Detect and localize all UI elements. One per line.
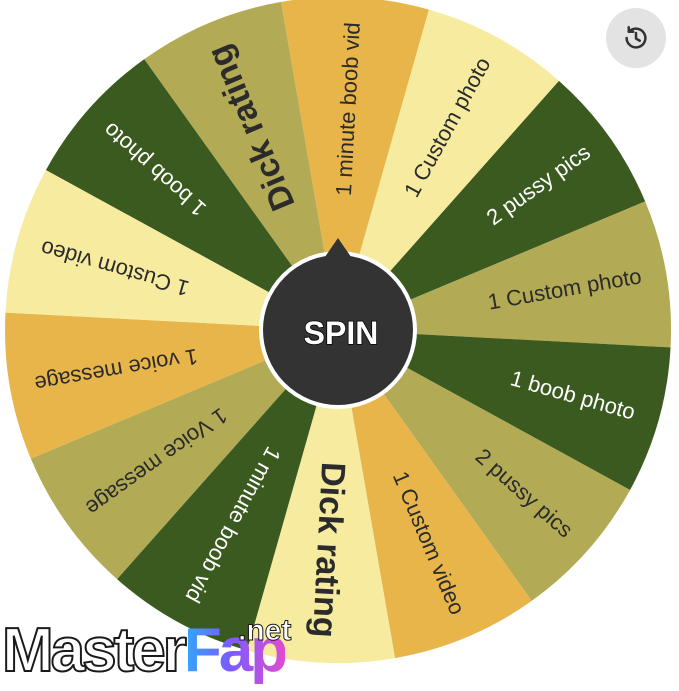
site-watermark-logo: MasterFap .net [1,614,322,688]
spin-label: SPIN [304,315,379,351]
wheel-segment [338,80,646,330]
spin-button[interactable]: SPIN [259,238,417,409]
watermark-master: Master [1,615,188,686]
wheel-segment [247,330,396,664]
wheel-segment [30,330,338,580]
reset-history-button[interactable] [606,8,666,68]
watermark-fap: Fap [183,616,288,685]
watermark-net: .net [237,614,292,648]
history-icon [625,26,647,49]
wheel-segment [338,330,631,601]
wheel-segment [4,312,338,459]
wheel-segment [338,201,671,348]
wheel-segment [117,330,338,651]
wheel-segment [280,0,429,330]
pointer-icon [316,238,360,270]
wheel-segment [5,170,339,330]
wheel-segment-label: Dick rating [305,461,352,638]
wheel-segment [45,59,339,331]
wheel-segment [144,1,338,330]
wheel-segment [338,330,532,659]
wheel-segment [338,9,559,330]
wheel-segment [338,330,671,490]
